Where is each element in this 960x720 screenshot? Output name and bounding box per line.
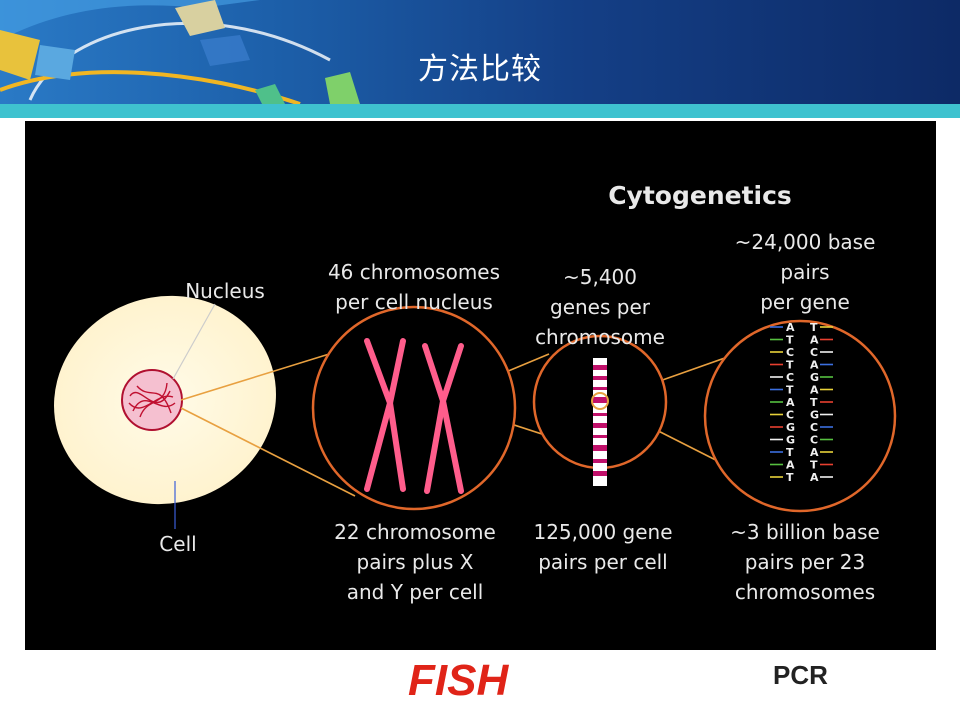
chromosomes-top-label: 46 chromosomes per cell nucleus: [299, 257, 529, 317]
genes-bottom-line-2: pairs per cell: [538, 550, 668, 574]
dna-left-base: C: [786, 346, 794, 359]
bases-top-line-2: pairs: [780, 260, 830, 284]
pcr-label: PCR: [773, 660, 828, 690]
dna-right-base: G: [810, 371, 819, 384]
dna-right-base: T: [810, 396, 818, 409]
dna-left-base: C: [786, 409, 794, 422]
gene-marker: [591, 392, 609, 410]
chromosome-bands: [593, 365, 607, 476]
chromosomes-top-line-1: 46 chromosomes: [327, 260, 501, 284]
bases-top-line-3: per gene: [760, 290, 850, 314]
dna-right-base: G: [810, 409, 819, 422]
dna-left-base: A: [786, 396, 795, 409]
chromosomes-bottom-line-3: and Y per cell: [346, 580, 484, 604]
nucleus-pointer: [172, 303, 216, 380]
slide-header: 方法比较: [0, 0, 960, 104]
chromosomes-bottom-label: 22 chromosome pairs plus X and Y per cel…: [305, 517, 525, 607]
dna-right-base: C: [810, 434, 818, 447]
slide-title: 方法比较: [418, 52, 542, 87]
chromosomes-top-line-2: per cell nucleus: [335, 290, 493, 314]
chromosomes: [364, 338, 464, 494]
dna-right-base: A: [810, 446, 819, 459]
dna-right-base: A: [810, 359, 819, 372]
bases-bottom-line-2: pairs per 23: [744, 550, 866, 574]
dna-left-base: T: [786, 384, 794, 397]
genes-top-line-1: ~5,400: [562, 265, 637, 289]
bases-bottom-line-1: ~3 billion base: [730, 520, 880, 544]
header-accent-bar: [0, 104, 960, 118]
dna-left-base: A: [786, 459, 795, 472]
dna-right-base: C: [810, 421, 818, 434]
genes-top-line-3: chromosome: [535, 325, 665, 349]
dna-left-base: G: [786, 421, 795, 434]
dna-left-base: C: [786, 371, 794, 384]
bases-bottom-line-3: chromosomes: [734, 580, 876, 604]
chromosome-circle: [311, 305, 517, 511]
dna-left-base: A: [786, 321, 795, 334]
dna-right-base: C: [810, 346, 818, 359]
dna-right-base: A: [810, 384, 819, 397]
bases-top-line-1: ~24,000 base: [734, 230, 876, 254]
dna-left-base: T: [786, 359, 794, 372]
nucleus-chromatin: [128, 382, 176, 418]
dna-right-base: A: [810, 334, 819, 347]
genes-bottom-label: 125,000 gene pairs per cell: [508, 517, 698, 577]
cell-label: Cell: [159, 532, 197, 556]
chromosomes-bottom-line-2: pairs plus X: [356, 550, 474, 574]
genes-bottom-line-1: 125,000 gene: [533, 520, 673, 544]
chromosomes-bottom-line-1: 22 chromosome: [334, 520, 496, 544]
genes-top-line-2: genes per: [550, 295, 650, 319]
bases-bottom-label: ~3 billion base pairs per 23 chromosomes: [700, 517, 910, 607]
genes-top-label: ~5,400 genes per chromosome: [505, 262, 695, 352]
dna-left-base: T: [786, 334, 794, 347]
header-decoration: [0, 0, 360, 104]
nucleus-label: Nucleus: [185, 279, 265, 303]
dna-right-base: A: [810, 471, 819, 484]
dna-circle: [703, 319, 897, 513]
dna-right-base: T: [810, 459, 818, 472]
dna-right-base: T: [810, 321, 818, 334]
figure-heading: Cytogenetics: [608, 181, 792, 210]
bases-top-label: ~24,000 base pairs per gene: [705, 227, 905, 317]
fish-label: FISH: [408, 656, 509, 705]
dna-left-base: T: [786, 446, 794, 459]
dna-left-base: T: [786, 471, 794, 484]
dna-left-base: G: [786, 434, 795, 447]
